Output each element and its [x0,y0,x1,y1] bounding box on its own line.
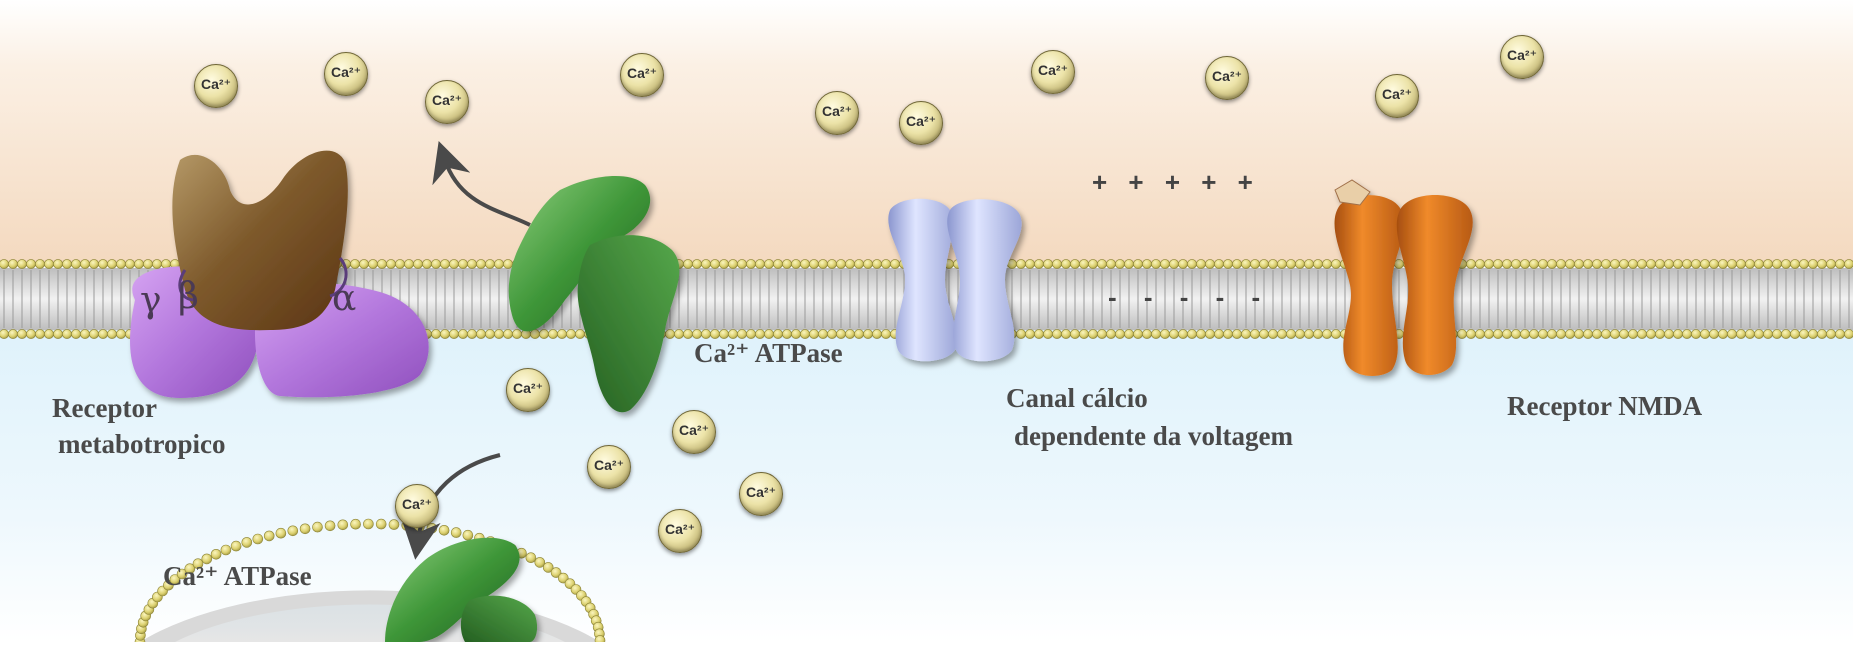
calcium-ion: Ca²⁺ [620,53,664,97]
calcium-ion: Ca²⁺ [395,484,439,528]
beta-subunit-label: β [178,276,199,317]
calcium-ion: Ca²⁺ [1500,35,1544,79]
calcium-ion: Ca²⁺ [324,52,368,96]
positive-charges: + + + + + [1092,167,1253,198]
calcium-ion: Ca²⁺ [672,410,716,454]
calcium-ion: Ca²⁺ [587,445,631,489]
calcium-ion: Ca²⁺ [1205,56,1249,100]
canal-calcio-label-line2: dependente da voltagem [1014,420,1293,452]
ca-atpase-vesicle-label: Ca²⁺ ATPase [163,560,312,592]
ca-atpase-membrane-label: Ca²⁺ ATPase [694,337,843,369]
calcium-ion: Ca²⁺ [1031,50,1075,94]
calcium-ion: Ca²⁺ [899,101,943,145]
gamma-subunit-label: γ [140,280,162,321]
calcium-ion: Ca²⁺ [194,64,238,108]
receptor-metabotropico-label-line2: metabotropico [58,428,225,460]
calcium-ion: Ca²⁺ [1375,74,1419,118]
negative-charges: - - - - - [1108,282,1260,313]
calcium-ion: Ca²⁺ [506,368,550,412]
calcium-ion: Ca²⁺ [739,472,783,516]
calcium-ion: Ca²⁺ [658,509,702,553]
receptor-metabotropico-label-line1: Receptor [52,392,157,424]
calcium-ion: Ca²⁺ [815,91,859,135]
alpha-subunit-label: α [332,278,356,319]
canal-calcio-label-line1: Canal cálcio [1006,382,1148,414]
calcium-ion: Ca²⁺ [425,80,469,124]
receptor-nmda-label: Receptor NMDA [1507,390,1702,422]
